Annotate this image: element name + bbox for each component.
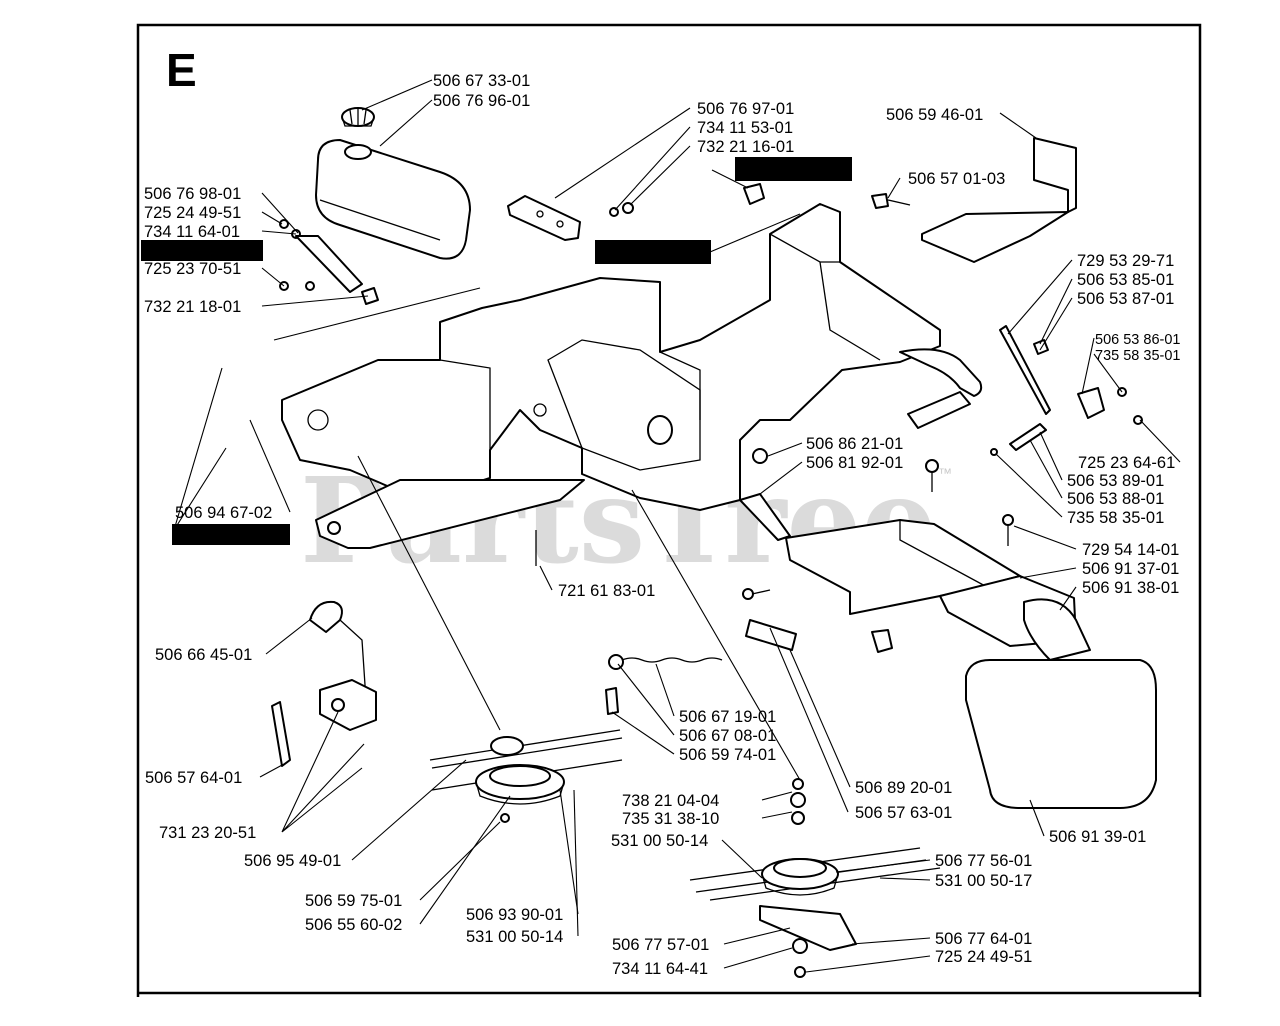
- part-number-label: 506 59 74-01: [679, 746, 776, 764]
- pan-plate-part: [315, 479, 585, 549]
- part-number-label: 506 77 64-01: [935, 930, 1032, 948]
- part-number-label: 506 67 19-01: [679, 708, 776, 726]
- part-number-label: 734 11 64-41: [612, 960, 708, 978]
- fuel-tank-part: [315, 139, 471, 260]
- part-number-label: 506 59 75-01: [305, 892, 402, 910]
- part-number-label: 732 21 16-01: [697, 138, 794, 156]
- part-number-label: 506 89 20-01: [855, 779, 952, 797]
- part-number-label: 506 67 08-01: [679, 727, 776, 745]
- redaction-bar: [735, 157, 852, 181]
- part-number-label: 506 95 49-01: [244, 852, 341, 870]
- part-number-label: 725 23 70-51: [144, 260, 241, 278]
- part-number-label: 506 86 21-01: [806, 435, 903, 453]
- watermark-tm: ™: [938, 465, 952, 481]
- diagram-border: [136, 23, 1202, 997]
- part-number-label: 725 23 64-61: [1078, 454, 1175, 472]
- pulley-assembly-left: [429, 729, 623, 823]
- main-frame-part: [281, 203, 983, 511]
- part-number-label: 506 55 60-02: [305, 916, 402, 934]
- part-number-label: 531 00 50-14: [611, 832, 708, 850]
- part-number-label: 506 91 39-01: [1049, 828, 1146, 846]
- redaction-bar: [595, 240, 711, 264]
- part-number-label: 735 31 38-10: [622, 810, 719, 828]
- part-number-label: 725 24 49-51: [144, 204, 241, 222]
- part-number-label: 506 53 85-01: [1077, 271, 1174, 289]
- spring-part: [605, 619, 797, 715]
- section-letter: E: [166, 44, 197, 96]
- part-number-label: 531 00 50-14: [466, 928, 563, 946]
- part-number-label: 506 53 88-01: [1067, 490, 1164, 508]
- part-number-label: 732 21 18-01: [144, 298, 241, 316]
- redaction-bar: [141, 240, 263, 261]
- part-number-label: 506 81 92-01: [806, 454, 903, 472]
- part-number-label: 506 57 63-01: [855, 804, 952, 822]
- part-number-label: 506 67 33-01: [433, 72, 530, 90]
- part-number-label: 506 76 96-01: [433, 92, 530, 110]
- part-number-label: 506 59 46-01: [886, 106, 983, 124]
- tank-bracket-part: [507, 195, 581, 241]
- part-number-label: 729 53 29-71: [1077, 252, 1174, 270]
- seat-plate-part: [921, 137, 1077, 263]
- part-number-label: 734 11 53-01: [697, 119, 793, 137]
- part-number-label: 506 53 86-01: [1095, 332, 1180, 348]
- part-number-label: 735 58 35-01: [1095, 348, 1180, 364]
- part-number-label: 531 00 50-17: [935, 872, 1032, 890]
- leader-lines: [173, 79, 1181, 973]
- part-number-label: 506 66 45-01: [155, 646, 252, 664]
- pivot-rod-part: [990, 325, 1143, 456]
- part-number-label: 506 77 56-01: [935, 852, 1032, 870]
- part-number-label: 506 76 97-01: [697, 100, 794, 118]
- part-number-label: 506 53 87-01: [1077, 290, 1174, 308]
- fuel-cap-part: [341, 107, 375, 127]
- pulley-assembly-right: [689, 778, 941, 978]
- redaction-bar: [172, 524, 290, 545]
- side-shield-part: [871, 598, 1157, 809]
- small-hardware-part: [609, 183, 911, 217]
- part-number-label: 721 61 83-01: [558, 582, 655, 600]
- part-number-label: 734 11 64-01: [144, 223, 240, 241]
- part-number-label: 506 94 67-02: [175, 504, 272, 522]
- part-labels: 506 67 33-01 506 76 96-01 506 76 97-01 7…: [144, 72, 1180, 978]
- part-number-label: 506 91 37-01: [1082, 560, 1179, 578]
- part-number-label: 738 21 04-04: [622, 792, 719, 810]
- part-number-label: 506 93 90-01: [466, 906, 563, 924]
- bracket-hardware-left: [279, 219, 379, 305]
- part-number-label: 729 54 14-01: [1082, 541, 1179, 559]
- part-number-label: 506 53 89-01: [1067, 472, 1164, 490]
- part-number-label: 506 76 98-01: [144, 185, 241, 203]
- fastener-part: [535, 448, 1014, 600]
- part-number-label: 506 77 57-01: [612, 936, 709, 954]
- part-number-label: 731 23 20-51: [159, 824, 256, 842]
- part-number-label: 506 57 01-03: [908, 170, 1005, 188]
- part-number-label: 506 57 64-01: [145, 769, 242, 787]
- part-number-label: 506 91 38-01: [1082, 579, 1179, 597]
- part-number-label: 725 24 49-51: [935, 948, 1032, 966]
- part-number-label: 735 58 35-01: [1067, 509, 1164, 527]
- lift-handle-part: [271, 600, 377, 767]
